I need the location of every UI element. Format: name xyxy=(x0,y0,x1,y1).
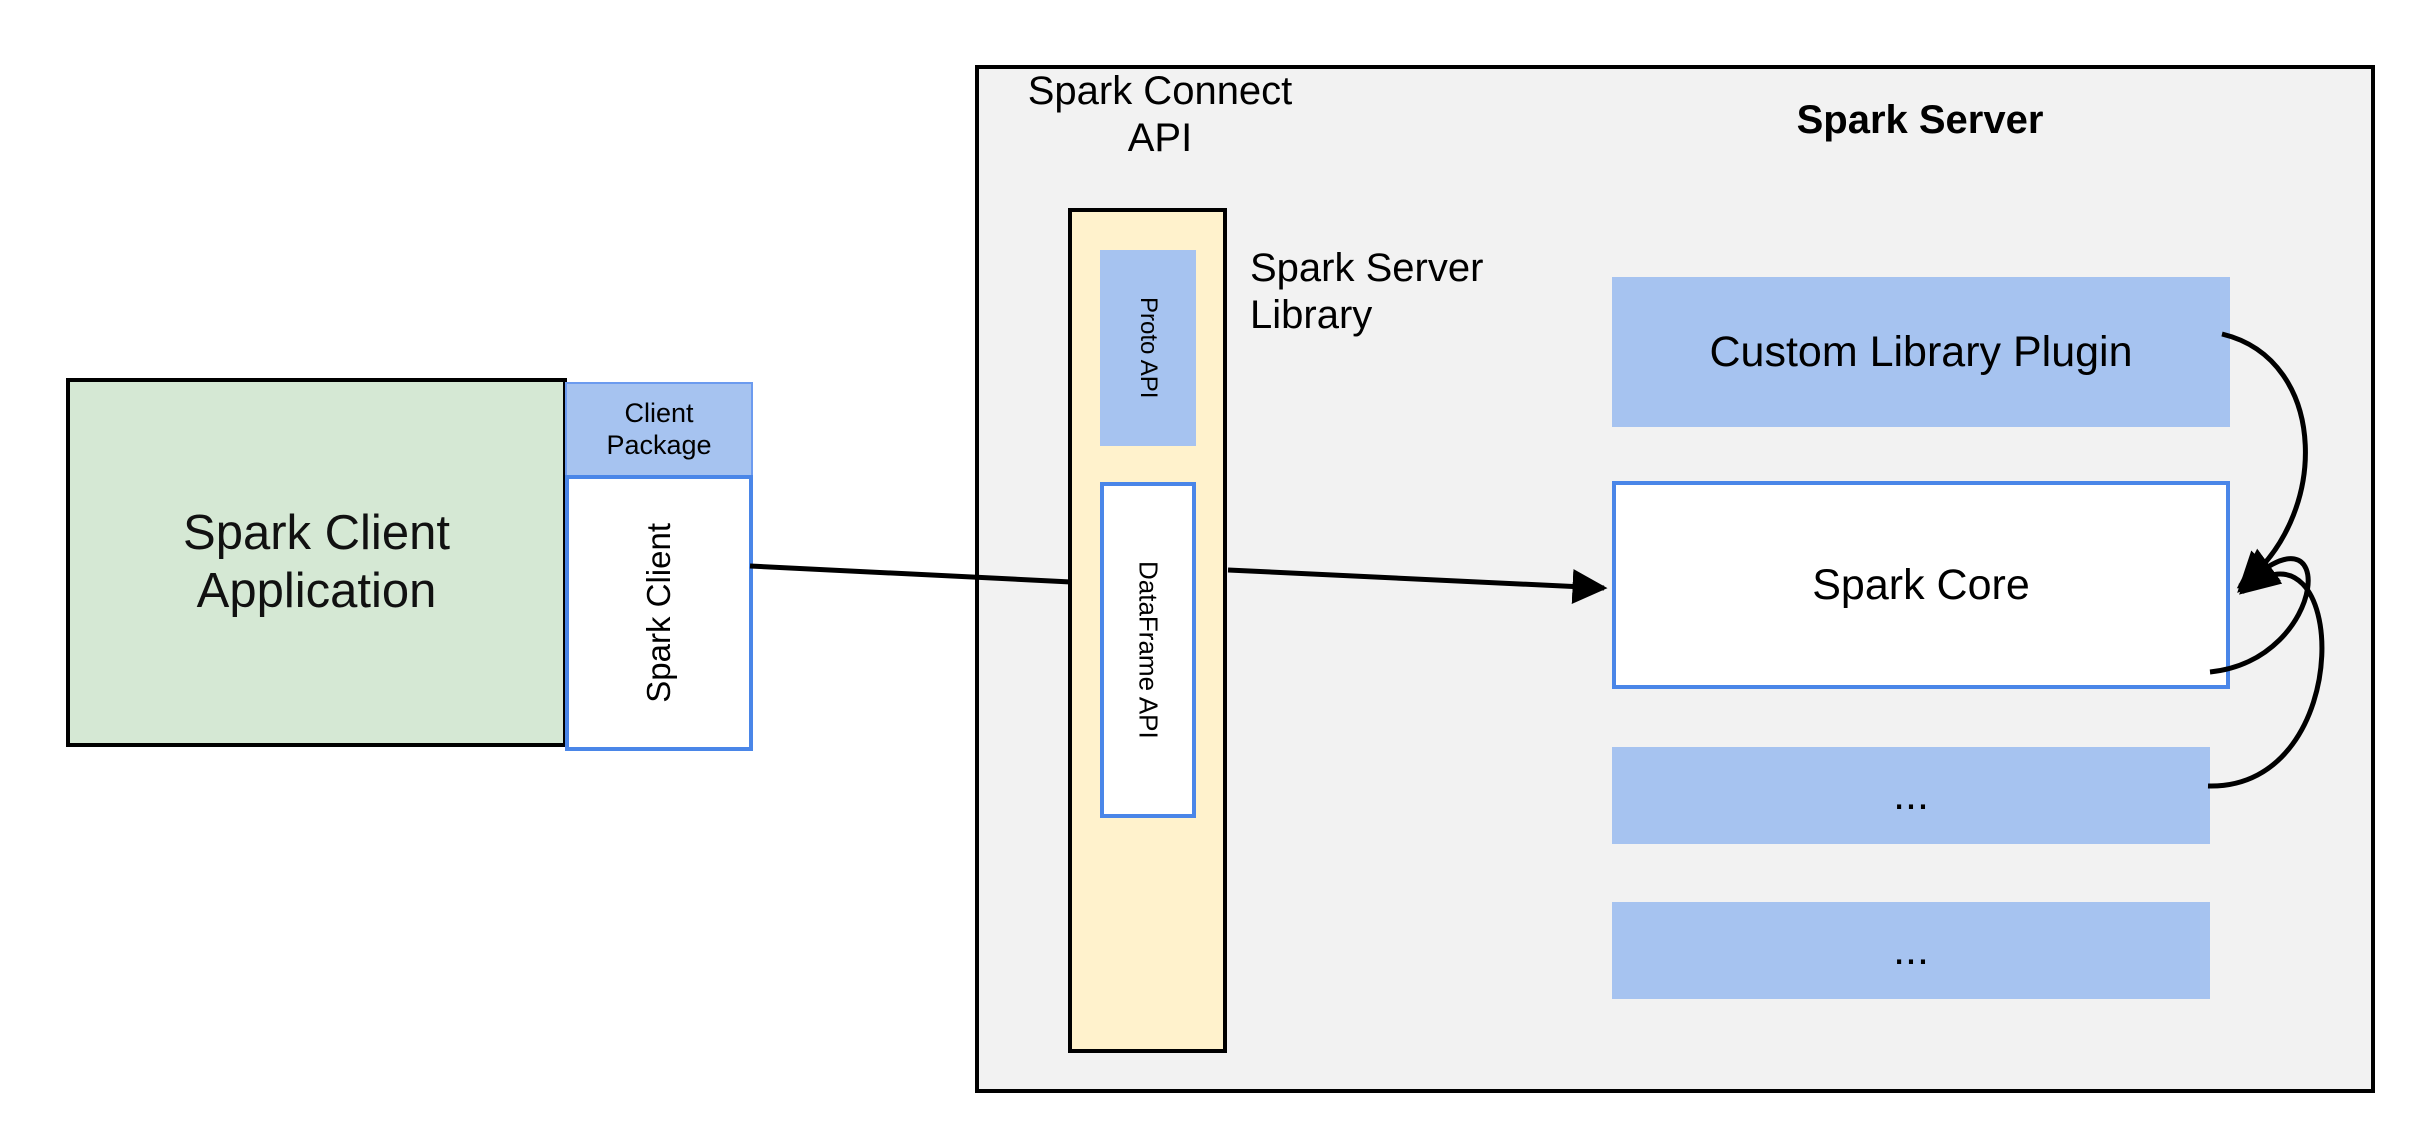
app-label-line-1: Spark Client xyxy=(183,505,450,560)
spark-connect-api-label: Spark Connect API xyxy=(1015,68,1305,160)
app-label-line-2: Application xyxy=(196,563,437,618)
ellipsis-row-1-box: ... xyxy=(1612,747,2210,844)
custom-library-plugin-label: Custom Library Plugin xyxy=(1709,327,2133,376)
client-package-line-1: Client xyxy=(624,397,694,428)
spark-core-label: Spark Core xyxy=(1812,560,2030,609)
ellipsis-row-1-label: ... xyxy=(1893,771,1929,820)
client-package-line-2: Package xyxy=(606,429,712,460)
dataframe-api-box: DataFrame API xyxy=(1100,482,1196,818)
custom-library-plugin-box: Custom Library Plugin xyxy=(1612,277,2230,427)
dataframe-api-label: DataFrame API xyxy=(1133,561,1164,739)
client-package-box: Client Package xyxy=(565,382,753,477)
proto-api-box: Proto API xyxy=(1100,250,1196,446)
spark-client-label: Spark Client xyxy=(639,523,677,703)
ellipsis-row-2-label: ... xyxy=(1893,926,1929,975)
connect-api-line-1: Spark Connect xyxy=(1027,68,1293,113)
connect-api-line-2: API xyxy=(1127,116,1193,160)
proto-api-label: Proto API xyxy=(1135,297,1163,399)
spark-server-title: Spark Server xyxy=(1796,98,2044,143)
client-package-label: Client Package xyxy=(606,398,711,462)
server-library-line-1: Spark Server xyxy=(1250,246,1484,290)
ellipsis-row-2-box: ... xyxy=(1612,902,2210,999)
spark-client-box: Spark Client xyxy=(565,475,753,751)
server-library-line-2: Library xyxy=(1250,293,1373,338)
spark-core-box: Spark Core xyxy=(1612,481,2230,689)
spark-server-library-label: Spark Server Library xyxy=(1250,245,1610,349)
spark-client-application-box: Spark Client Application xyxy=(66,378,567,747)
spark-client-application-label: Spark Client Application xyxy=(183,505,450,621)
